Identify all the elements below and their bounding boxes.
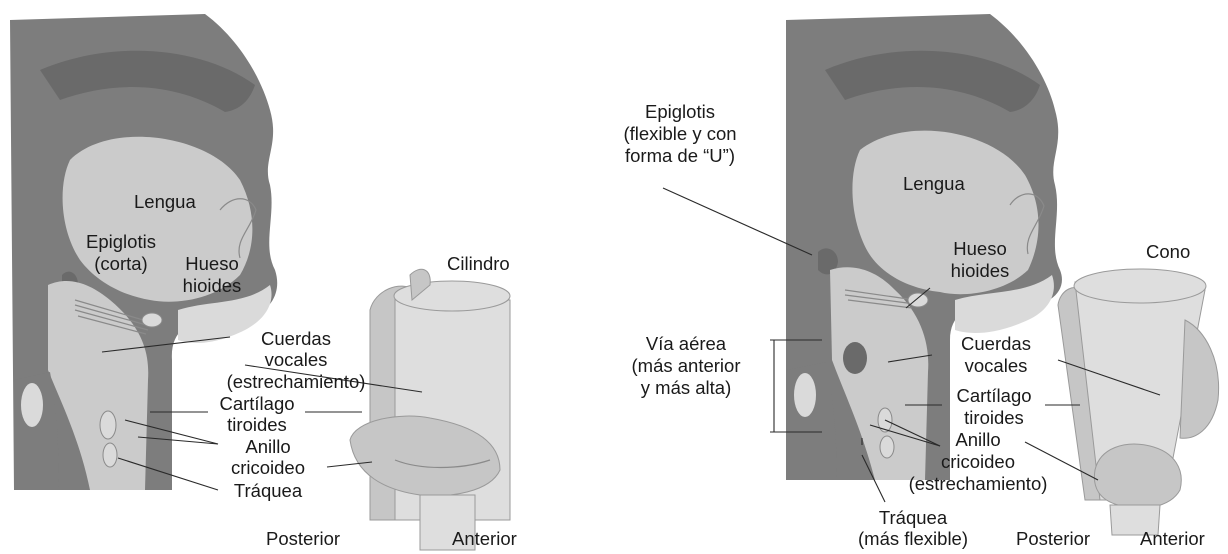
left-posterior-label: Posterior <box>266 528 340 549</box>
right-hyoid-label-line1: Hueso <box>953 238 1006 259</box>
left-hyoid-label-line1: Hueso <box>185 253 238 274</box>
right-epiglottis-label-line1: Epiglotis <box>645 101 715 122</box>
left-hyoid-label-line2: hioides <box>183 275 242 296</box>
right-epiglottis-label-line3: forma de “U”) <box>625 145 735 166</box>
left-cricoid-label-line2: cricoideo <box>231 457 305 478</box>
left-vocal-cords-label-line3: (estrechamiento) <box>227 371 366 392</box>
right-cricoid-label-line2: cricoideo <box>941 451 1015 472</box>
left-epiglottis-label-line2: (corta) <box>94 253 147 274</box>
left-vocal-cords-label-line1: Cuerdas <box>261 328 331 349</box>
right-shape-label: Cono <box>1146 241 1190 262</box>
right-vocal-cords-label-line1: Cuerdas <box>961 333 1031 354</box>
left-cricoid-label-line1: Anillo <box>245 436 290 457</box>
right-thyroid-label-line1: Cartílago <box>956 385 1031 406</box>
right-airway-label-line3: y más alta) <box>641 377 731 398</box>
left-shape-label: Cilindro <box>447 253 510 274</box>
right-hyoid-label-line2: hioides <box>951 260 1010 281</box>
left-anterior-label: Anterior <box>452 528 517 549</box>
right-thyroid-label-line2: tiroides <box>964 407 1024 428</box>
left-thyroid-label-line2: tiroides <box>227 414 287 435</box>
right-airway-label-line1: Vía aérea <box>646 333 727 354</box>
right-posterior-label: Posterior <box>1016 528 1090 549</box>
right-epiglottis-label-line2: (flexible y con <box>623 123 736 144</box>
left-tongue-label: Lengua <box>134 191 196 212</box>
right-tongue-label: Lengua <box>903 173 965 194</box>
right-trachea-label-line1: Tráquea <box>879 507 948 528</box>
right-trachea-label-line2: (más flexible) <box>858 528 968 549</box>
cylinder-larynx-model <box>350 269 510 550</box>
left-trachea-label: Tráquea <box>234 480 303 501</box>
right-vocal-cords-label-line2: vocales <box>965 355 1028 376</box>
left-epiglottis-label-line1: Epiglotis <box>86 231 156 252</box>
left-vocal-cords-label-line2: vocales <box>265 349 328 370</box>
right-anterior-label: Anterior <box>1140 528 1205 549</box>
right-cricoid-label-line1: Anillo <box>955 429 1000 450</box>
right-cricoid-label-line3: (estrechamiento) <box>909 473 1048 494</box>
cone-larynx-model <box>1058 269 1219 535</box>
right-airway-label-line2: (más anterior <box>632 355 741 376</box>
left-thyroid-label-line1: Cartílago <box>219 393 294 414</box>
